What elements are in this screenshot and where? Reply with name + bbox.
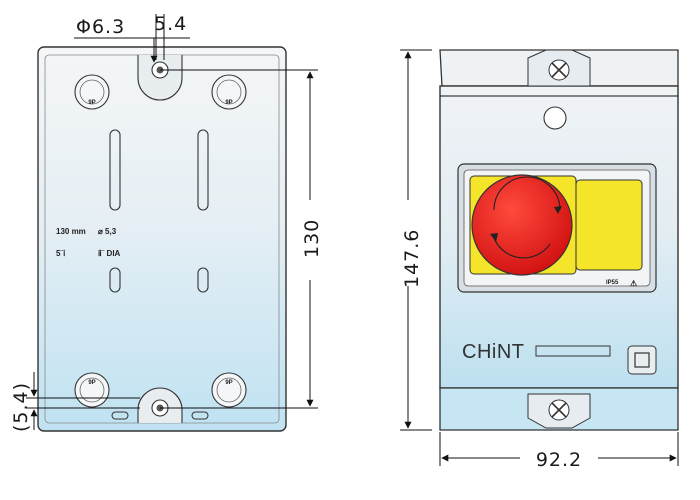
boss-mark: 9P — [88, 100, 95, 106]
bottom-mount-slot — [111, 387, 209, 423]
back-enclosure-body — [37, 46, 287, 432]
boss-mark: 9P — [88, 380, 95, 386]
front-view: IP55 ⚠ CHiNT 147.6 92.2 — [400, 49, 679, 471]
top-mount-slot — [137, 55, 183, 101]
dim-slot-width-top: 5.4 — [150, 13, 190, 60]
dim-hole-diameter-text: Φ6.3 — [76, 16, 125, 38]
corner-boss-bottom-left: 9P — [74, 372, 110, 408]
corner-boss-top-right: 9P — [211, 74, 247, 110]
ip-rating-label: IP55 — [606, 280, 619, 286]
dim-height-130: 130 — [301, 71, 323, 407]
dim-total-height-text: 147.6 — [401, 229, 423, 288]
label-line1-right: ⌀ 5,3 — [98, 227, 117, 236]
cable-slot — [109, 129, 121, 211]
cable-slot — [197, 267, 209, 293]
dim-slot-width-bottom: (5.4) — [10, 372, 140, 432]
back-view: 9P 9P 9P 9P 130 mm ⌀ 5,3 5¨ⅰ ⅱ¨ DIA — [10, 13, 323, 432]
dim-total-height: 147.6 — [400, 49, 432, 431]
cable-slot — [109, 267, 121, 293]
top-screw-icon — [527, 49, 591, 87]
corner-boss-bottom-right: 9P — [211, 372, 247, 408]
bottom-screw-icon — [527, 393, 591, 429]
dim-width: 92.2 — [439, 432, 679, 471]
dim-height-text: 130 — [301, 219, 323, 258]
yellow-plate-right — [575, 179, 643, 271]
embossed-mounting-label: 130 mm ⌀ 5,3 5¨ⅰ ⅱ¨ DIA — [56, 227, 121, 258]
corner-boss-top-left: 9P — [74, 74, 110, 110]
boss-mark: 9P — [225, 100, 232, 106]
dim-hole-diameter: Φ6.3 — [74, 16, 158, 63]
dim-slot-bottom-text: (5.4) — [10, 382, 32, 432]
dim-slot-top-text: 5.4 — [154, 13, 187, 35]
cover-screw-hole — [543, 106, 567, 130]
brand-logo: CHiNT — [462, 341, 525, 363]
label-line2-right: ⅱ¨ DIA — [98, 249, 121, 258]
cable-slot — [197, 129, 209, 211]
nameplate-strip — [535, 345, 611, 357]
square-indicator-icon — [627, 345, 657, 375]
label-line1-left: 130 mm — [56, 227, 86, 236]
emergency-stop-button[interactable] — [471, 174, 573, 276]
label-line2-left: 5¨ⅰ — [56, 249, 65, 258]
warning-icon: ⚠ — [630, 279, 637, 288]
boss-mark: 9P — [225, 380, 232, 386]
dim-width-text: 92.2 — [536, 449, 582, 471]
